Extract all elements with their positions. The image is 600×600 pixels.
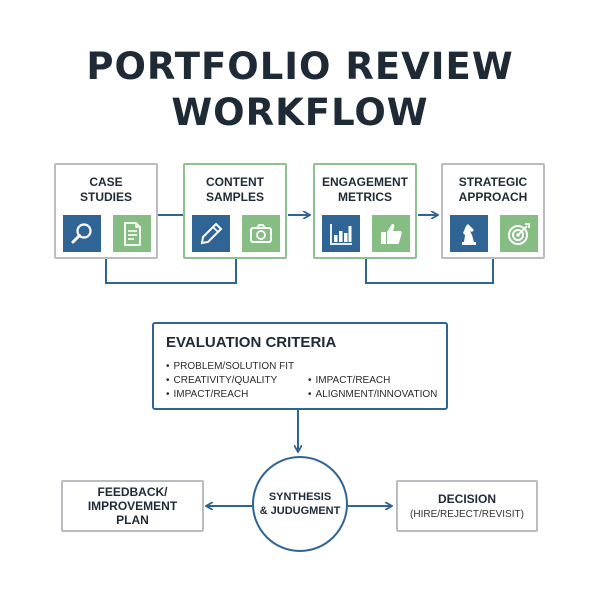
criteria-item: CREATIVITY/QUALITY [166, 375, 278, 386]
bracket-engagement-strategic [365, 259, 494, 284]
criteria-item: ALIGNMENT/INNOVATION [308, 389, 438, 400]
title-line-1: PORTFOLIO REVIEW [86, 45, 514, 88]
target-icon [500, 215, 538, 252]
synthesis-line-1: SYNTHESIS [268, 491, 332, 503]
card-content-samples: CONTENT SAMPLES [183, 163, 287, 259]
bar-chart-icon [322, 215, 360, 252]
decision-options: (HIRE/REJECT/REVISIT) [410, 509, 524, 520]
criteria-item: IMPACT/REACH [166, 389, 249, 400]
card-label: ENGAGEMENT METRICS [315, 175, 415, 205]
chess-knight-icon [450, 215, 488, 252]
card-label: CONTENT SAMPLES [185, 175, 285, 205]
card-strategic-approach: STRATEGIC APPROACH [441, 163, 545, 259]
thumbs-up-icon [372, 215, 410, 252]
magnifier-icon [63, 215, 101, 252]
decision-box: DECISION (HIRE/REJECT/REVISIT) [396, 480, 538, 532]
card-label-line-1: ENGAGEMENT [321, 175, 408, 189]
evaluation-criteria-box: EVALUATION CRITERIA PROBLEM/SOLUTION FIT… [152, 322, 448, 410]
page-title: PORTFOLIO REVIEW WORKFLOW [0, 44, 600, 136]
card-label: STRATEGIC APPROACH [443, 175, 543, 205]
criteria-item: IMPACT/REACH [308, 375, 391, 386]
feedback-line-3: PLAN [116, 513, 149, 527]
document-icon [113, 215, 151, 252]
card-label-line-2: METRICS [338, 190, 392, 204]
card-label-line-1: CONTENT [206, 175, 264, 189]
bracket-case-content [105, 259, 237, 284]
synthesis-line-2: & JUDUGMENT [259, 505, 341, 517]
feedback-line-1: FEEDBACK/ [97, 485, 168, 499]
card-label: CASE STUDIES [56, 175, 156, 205]
card-label-line-1: STRATEGIC [458, 175, 528, 189]
card-label-line-2: SAMPLES [205, 190, 264, 204]
synthesis-circle: SYNTHESIS & JUDUGMENT [252, 456, 348, 552]
card-engagement-metrics: ENGAGEMENT METRICS [313, 163, 417, 259]
card-label-line-2: APPROACH [458, 190, 528, 204]
camera-icon [242, 215, 280, 252]
criteria-title: EVALUATION CRITERIA [166, 334, 337, 351]
card-label-line-1: CASE [89, 175, 123, 189]
card-label-line-2: STUDIES [79, 190, 132, 204]
decision-label: DECISION [437, 492, 496, 506]
card-case-studies: CASE STUDIES [54, 163, 158, 259]
criteria-item: PROBLEM/SOLUTION FIT [166, 361, 295, 372]
title-line-2: WORKFLOW [171, 91, 429, 134]
pen-icon [192, 215, 230, 252]
feedback-line-2: IMPROVEMENT [87, 499, 178, 513]
feedback-box: FEEDBACK/ IMPROVEMENT PLAN [61, 480, 204, 532]
